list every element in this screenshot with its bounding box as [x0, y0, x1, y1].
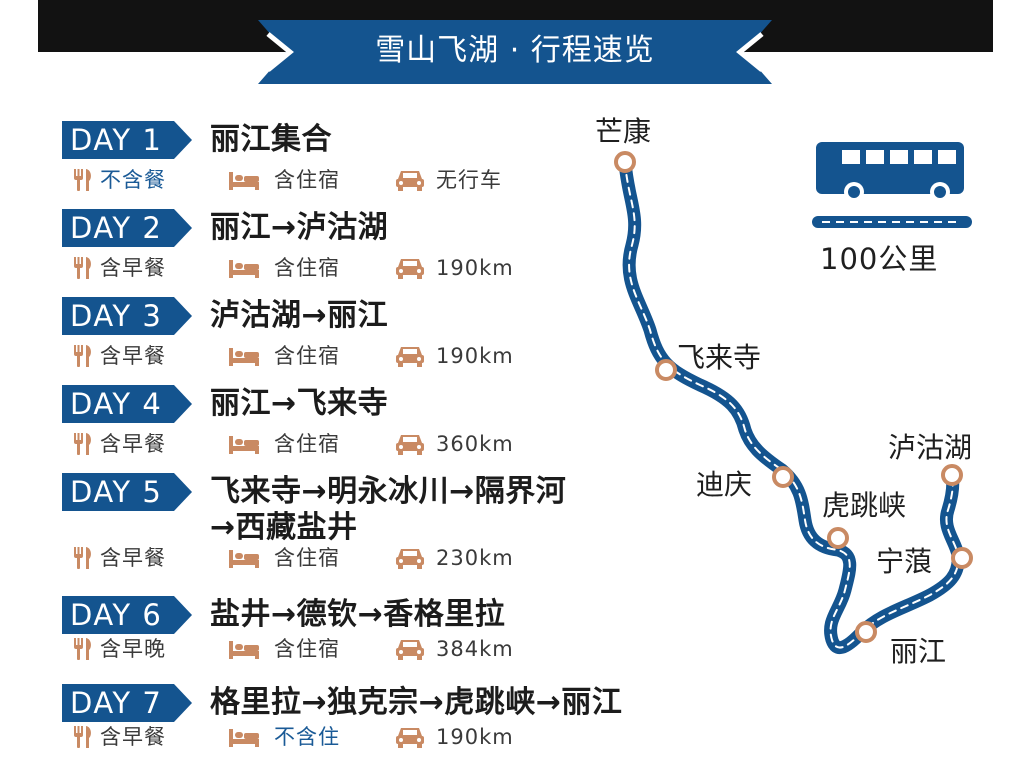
day-tag: DAY 2 [62, 209, 192, 247]
fork-knife-icon [74, 169, 91, 191]
drive-info: 360km [436, 432, 514, 456]
meal-info: 含早餐 [100, 344, 166, 368]
meal-info: 含早晚 [100, 637, 166, 661]
meal-info: 含早餐 [100, 432, 166, 456]
drive-info: 384km [436, 637, 514, 661]
bed-icon [229, 550, 259, 568]
drive-info: 190km [436, 725, 514, 749]
stay-info: 含住宿 [274, 344, 340, 368]
route-line [614, 151, 973, 654]
day-route: 盐井→德钦→香格里拉 [210, 597, 506, 632]
bus-icon [812, 142, 972, 228]
route-map: 芒康 飞来寺 迪庆 虎跳峡 泸沽湖 宁蒗 丽江 [580, 100, 1020, 668]
meal-info: 含早餐 [100, 546, 166, 570]
day-tag: DAY 5 [62, 473, 192, 511]
day-route: 丽江集合 [210, 122, 332, 157]
map-stop-diqing [772, 466, 794, 488]
drive-info: 无行车 [436, 168, 502, 192]
day-tag-label: DAY 4 [70, 387, 163, 421]
bed-icon [229, 729, 259, 747]
car-icon [396, 640, 424, 660]
stay-info: 含住宿 [274, 546, 340, 570]
day-tag-label: DAY 1 [70, 123, 163, 157]
bed-icon [229, 348, 259, 366]
bed-icon [229, 172, 259, 190]
stay-info: 含住宿 [274, 168, 340, 192]
place-ninglang: 宁蒗 [876, 545, 933, 578]
title-banner: 雪山飞湖 · 行程速览 [258, 20, 772, 84]
place-mangkang: 芒康 [595, 115, 652, 148]
stay-info: 含住宿 [274, 256, 340, 280]
meal-info: 不含餐 [100, 168, 166, 192]
bed-icon [229, 436, 259, 454]
place-feilaisi: 飞来寺 [677, 341, 762, 374]
day-route: 泸沽湖→丽江 [210, 298, 389, 333]
stay-info: 含住宿 [274, 637, 340, 661]
scale-distance: 100公里 [820, 242, 939, 276]
day-tag: DAY 7 [62, 684, 192, 722]
meal-info: 含早餐 [100, 725, 166, 749]
car-icon [396, 549, 424, 569]
bed-icon [229, 641, 259, 659]
drive-info: 190km [436, 344, 514, 368]
car-icon [396, 728, 424, 748]
place-lijiang: 丽江 [890, 635, 947, 668]
page-title: 雪山飞湖 · 行程速览 [375, 33, 655, 68]
fork-knife-icon [74, 547, 91, 569]
day-route: 丽江→泸沽湖 [210, 210, 389, 245]
day-route: 飞来寺→明永冰川→隔界河 [210, 474, 567, 509]
map-stop-hutiaoxia [827, 527, 849, 549]
place-hutiaoxia: 虎跳峡 [822, 489, 907, 522]
fork-knife-icon [74, 433, 91, 455]
bed-icon [229, 260, 259, 278]
fork-knife-icon [74, 638, 91, 660]
day-tag-label: DAY 6 [70, 598, 163, 632]
day-route: 丽江→飞来寺 [210, 386, 389, 421]
day-route: 格里拉→独克宗→虎跳峡→丽江 [210, 685, 623, 720]
map-stop-mangkang [614, 151, 636, 173]
day-tag: DAY 1 [62, 121, 192, 159]
drive-info: 230km [436, 546, 514, 570]
map-stop-ninglang [951, 547, 973, 569]
car-icon [396, 435, 424, 455]
day-tag: DAY 4 [62, 385, 192, 423]
day-tag: DAY 6 [62, 596, 192, 634]
day-tag: DAY 3 [62, 297, 192, 335]
place-luguhu: 泸沽湖 [888, 431, 973, 464]
car-icon [396, 347, 424, 367]
day-tag-label: DAY 5 [70, 475, 163, 509]
meal-info: 含早餐 [100, 256, 166, 280]
fork-knife-icon [74, 726, 91, 748]
stay-info: 含住宿 [274, 432, 340, 456]
banner-ribbon-shape [258, 20, 772, 84]
place-diqing: 迪庆 [696, 468, 753, 501]
drive-info: 190km [436, 256, 514, 280]
fork-knife-icon [74, 345, 91, 367]
map-stop-lijiang [855, 621, 877, 643]
day-tag-label: DAY 7 [70, 686, 163, 720]
fork-knife-icon [74, 257, 91, 279]
map-stop-luguhu [941, 464, 963, 486]
scale-legend [812, 140, 972, 270]
car-icon [396, 171, 424, 191]
day-tag-label: DAY 3 [70, 299, 163, 333]
day-route: →西藏盐井 [210, 510, 358, 545]
car-icon [396, 259, 424, 279]
stay-info: 不含住 [274, 725, 340, 749]
day-tag-label: DAY 2 [70, 211, 163, 245]
map-stop-feilaisi [655, 359, 677, 381]
